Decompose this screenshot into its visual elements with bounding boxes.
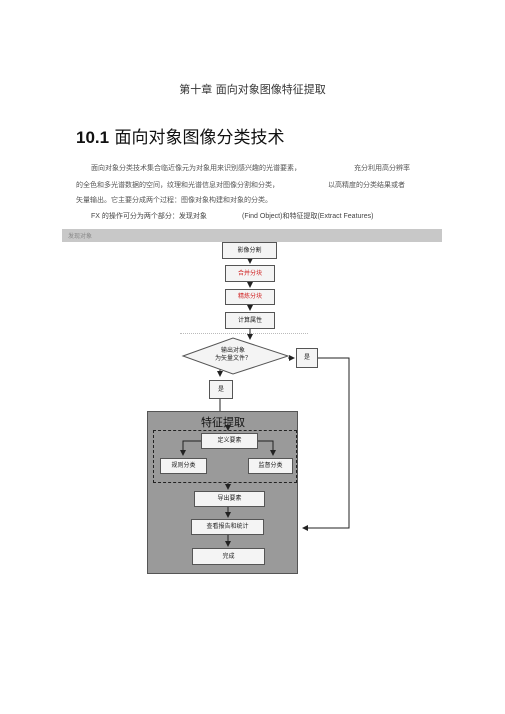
section-heading: 10.1 面向对象图像分类技术 [76,123,285,148]
rule-classify-box: 规则分类 [160,458,207,474]
paragraph-line-3: 矢量输出。它主要分成两个过程：图像对象构建和对象的分类。 [76,196,272,204]
separator-line [180,333,308,334]
paragraph-line-2a: 的全色和多光谱数据的空间，纹理和光谱信息对图像分割和分类， [76,181,279,189]
decision-text: 输出对象 为矢量文件？ [203,347,263,363]
report-box: 查看报告和统计 [191,519,264,535]
decision-diamond [181,337,290,375]
strip-label: 发现对象 [68,233,93,240]
refine-box: 精炼分块 [225,289,275,305]
decision-line-2: 为矢量文件？ [214,355,251,362]
decision-line-1: 输出对象 [220,347,245,354]
yes-down-box: 是 [209,380,233,399]
segment-box: 影像分割 [222,242,277,259]
find-object-strip: 发现对象 [62,229,442,242]
paragraph-line-4a: FX 的操作可分为两个部分：发现对象 [91,213,207,220]
section-title: 面向对象图像分类技术 [114,128,285,148]
done-box: 完成 [192,548,265,565]
panel-title: 特征提取 [201,416,245,429]
paragraph-line-2b: 以高精度的分类结果或者 [328,181,405,189]
section-number: 10.1 [76,128,110,147]
yes-right-box: 是 [296,348,318,368]
paragraph-line-1a: 面向对象分类技术集合临近像元为对象用来识别感兴趣的光谱要素， [91,164,301,172]
define-box: 定义要素 [201,433,258,449]
export-box: 导出要素 [194,491,265,507]
merge-box: 合并分块 [225,265,275,282]
paragraph-line-4b: (Find Object)和特征提取(Extract Features) [242,213,374,220]
chapter-title: 第十章 面向对象图像特征提取 [179,83,326,96]
supervised-classify-box: 监督分类 [248,458,293,474]
paragraph-line-1b: 充分利用高分辨率 [354,164,410,172]
compute-box: 计算属性 [225,312,275,329]
